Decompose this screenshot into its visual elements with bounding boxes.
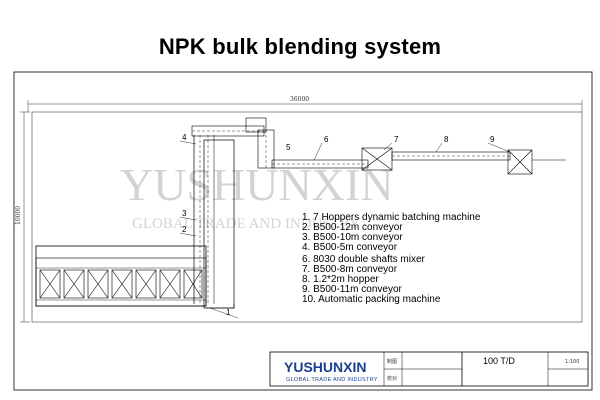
overall-length-label: 36000	[290, 96, 309, 103]
legend-item-10: 10. Automatic packing machine	[302, 294, 441, 305]
callout-6: 6	[324, 135, 329, 144]
logo-subtitle: GLOBAL TRADE AND INDUSTRY	[286, 377, 378, 383]
legend-item-7: 7. B500-8m conveyor	[302, 264, 398, 275]
horizontal-conveyor-6	[271, 159, 369, 169]
callout-7: 7	[394, 135, 399, 144]
hopper-batching-machine	[35, 245, 207, 307]
callout-3: 3	[182, 209, 187, 218]
inclined-conveyor-top	[191, 117, 267, 137]
page-title: NPK bulk blending system	[158, 34, 442, 59]
callout-4: 4	[182, 133, 187, 142]
overall-height-label: 10000	[15, 206, 22, 225]
overall-length-dimension: 36000	[27, 96, 583, 112]
title-block: YUSHUNXIN GLOBAL TRADE AND INDUSTRY 制图 校…	[269, 351, 589, 387]
legend-item-9: 9. B500-11m conveyor	[302, 284, 403, 295]
watermark: YUSHUNXIN GLOBAL TRADE AND INDUSTRY	[120, 159, 393, 232]
double-shaft-mixer	[361, 147, 393, 171]
plant-outline	[31, 111, 583, 323]
drawing-border	[13, 71, 593, 391]
legend-item-1: 1. 7 Hoppers dynamic batching machine	[302, 212, 481, 223]
legend-item-6: 6. 8030 double shafts mixer	[302, 254, 426, 265]
label-design: 制图	[387, 358, 397, 365]
capacity-value: 100 T/D	[483, 356, 515, 366]
legend-item-4: 4. B500-5m conveyor	[302, 242, 398, 253]
callout-2: 2	[182, 225, 187, 234]
scale-value: 1:100	[565, 359, 579, 365]
legend-item-2: 2. B500-12m conveyor	[302, 222, 403, 233]
callout-5: 5	[286, 143, 291, 152]
legend-item-3: 3. B500-10m conveyor	[302, 232, 403, 243]
hopper-9	[507, 149, 566, 175]
watermark-main: YUSHUNXIN	[120, 159, 393, 210]
overall-height-dimension: 10000	[15, 111, 30, 323]
label-check: 校对	[387, 375, 397, 382]
callout-8: 8	[444, 135, 449, 144]
logo-text: YUSHUNXIN	[284, 359, 366, 375]
vertical-conveyor-5	[257, 129, 275, 169]
watermark-sub: GLOBAL TRADE AND INDUSTRY	[132, 216, 360, 232]
legend-item-8: 8. 1.2*2m hopper	[302, 274, 379, 285]
callout-9: 9	[490, 135, 495, 144]
callout-1: 1	[226, 308, 231, 317]
equipment-legend: 1. 7 Hoppers dynamic batching machine 2.…	[302, 212, 481, 305]
callouts: 1 2 3 4 5 6 7 8 9	[179, 133, 511, 319]
conveyor-8	[391, 151, 511, 161]
